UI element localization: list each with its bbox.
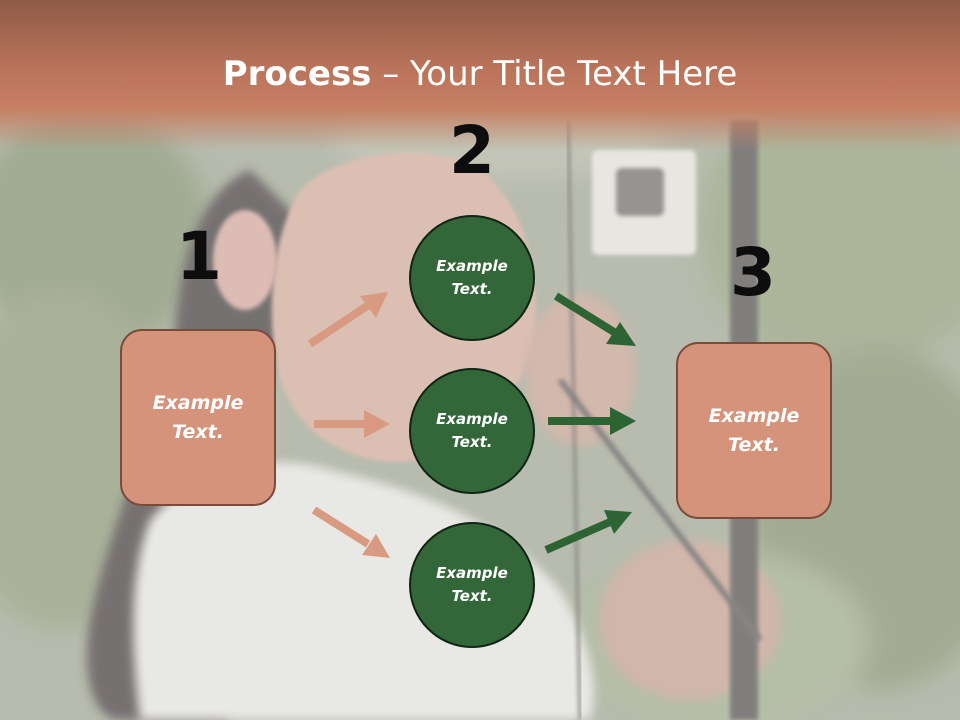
title-band — [0, 0, 960, 150]
title-bold: Process — [222, 54, 372, 94]
left-text-box[interactable]: Example Text. — [120, 329, 276, 506]
circle-bottom-text: Example Text. — [436, 564, 508, 605]
slide-title: Process – Your Title Text Here — [0, 52, 960, 96]
circle-middle[interactable]: Example Text. — [409, 368, 535, 494]
step-number-3: 3 — [730, 234, 776, 311]
circle-middle-text: Example Text. — [436, 410, 508, 451]
right-box-text: Example Text. — [708, 404, 800, 456]
circle-top[interactable]: Example Text. — [409, 215, 535, 341]
step-number-1: 1 — [176, 218, 222, 295]
right-text-box[interactable]: Example Text. — [676, 342, 832, 519]
circle-top-text: Example Text. — [436, 257, 508, 298]
circle-bottom[interactable]: Example Text. — [409, 522, 535, 648]
left-box-text: Example Text. — [152, 391, 244, 443]
title-rest: – Your Title Text Here — [371, 54, 738, 94]
step-number-2: 2 — [449, 112, 495, 189]
